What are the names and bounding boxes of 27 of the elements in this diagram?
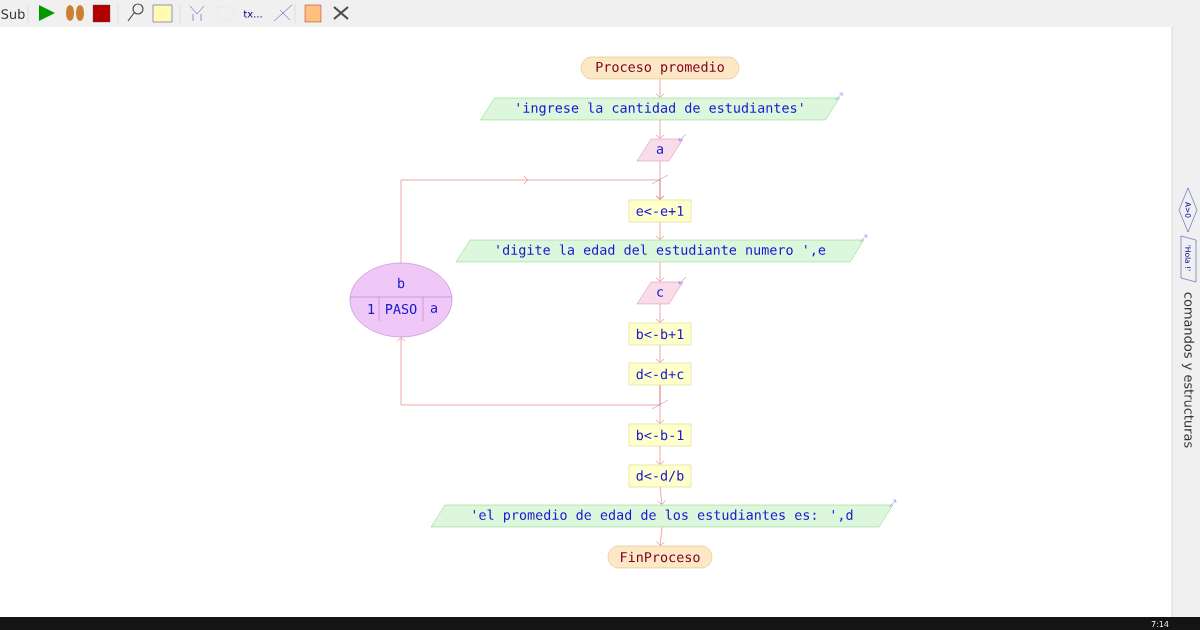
process-box: b<-b-1 (628, 423, 692, 447)
process-box: e<-e+1 (628, 199, 692, 223)
toolbar-label: Sub (1, 9, 25, 19)
arrow (657, 486, 666, 505)
arrow (656, 526, 665, 546)
output-parallelogram: 'el promedio de edad de los estudiantes es: ',d (430, 500, 896, 528)
arrow (400, 175, 665, 264)
panel-title: comandos y estructuras (1181, 292, 1195, 448)
toolbar-label: tx... (243, 10, 262, 18)
process-box: d<-d+c (628, 362, 692, 386)
input-parallelogram: c (636, 276, 687, 305)
terminal-box: FinProceso (607, 545, 713, 569)
process-box: d<-d/b (628, 464, 692, 488)
arrow (655, 119, 665, 139)
arrow (655, 344, 665, 363)
input-parallelogram: a (636, 133, 687, 162)
output-parallelogram: 'ingrese la cantidad de estudiantes' (480, 93, 843, 121)
arrow (655, 78, 665, 98)
arrow (655, 384, 665, 424)
arrow (655, 221, 665, 240)
arrow (396, 337, 661, 406)
output-parallelogram: 'digite la edad del estudiante numero ',e (455, 235, 867, 263)
arrow (655, 303, 665, 323)
arrow (655, 261, 665, 282)
process-box: b<-b+1 (628, 322, 692, 346)
arrow (655, 445, 665, 465)
terminal-box: Proceso promedio (580, 56, 740, 80)
